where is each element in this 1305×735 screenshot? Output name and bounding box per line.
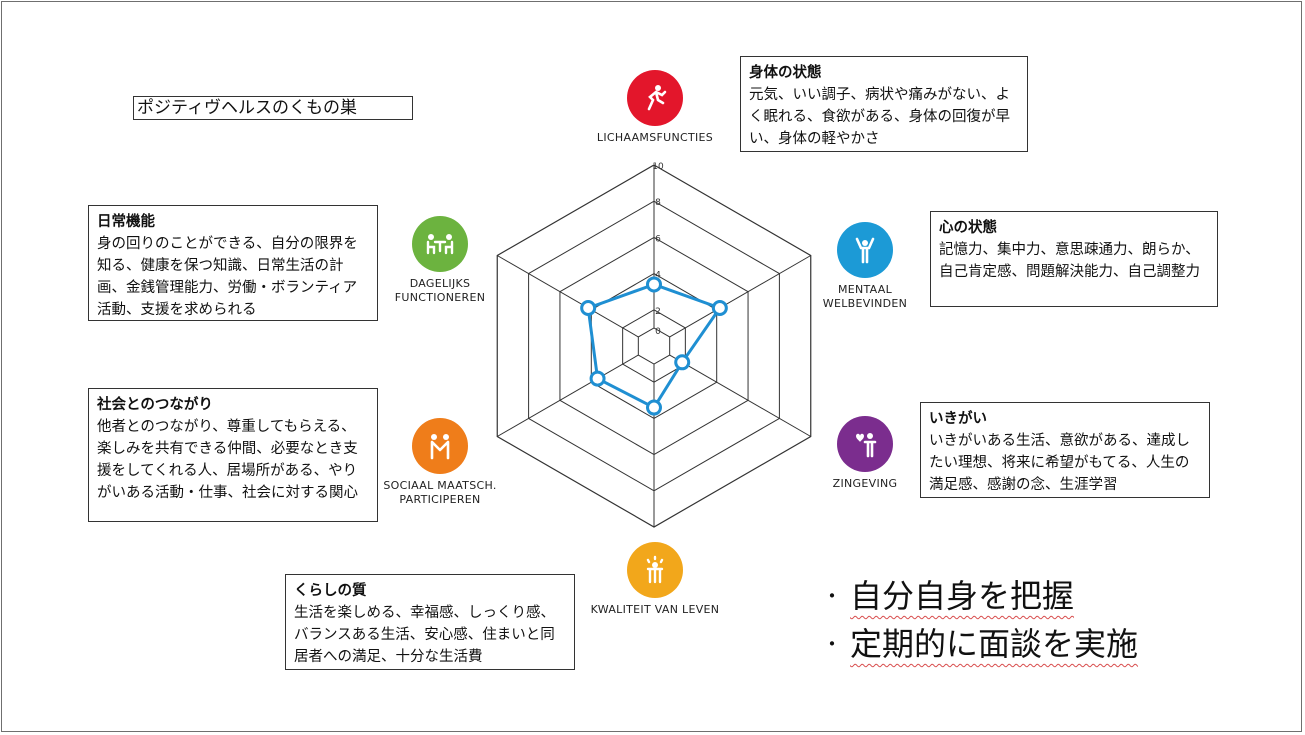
person-heart-icon (837, 416, 893, 472)
dimension-label: ZINGEVING (832, 477, 898, 490)
radar-tick-label: 10 (652, 162, 664, 172)
dimension-label: LICHAAMSFUNCTIES (596, 131, 714, 144)
info-heading: 日常機能 (97, 214, 155, 230)
info-box-daily: 日常機能 身の回りのことができる、自分の限界を知る、健康を保つ知識、日常生活の計… (88, 205, 378, 321)
bullet-item: ・ 定期的に面談を実施 (822, 620, 1138, 668)
radar-point (580, 299, 597, 316)
info-box-body: 身体の状態 元気、いい調子、病状や痛みがない、よく眠れる、食欲がある、身体の回復… (740, 56, 1028, 152)
radar-tick-label: 8 (655, 198, 661, 208)
bullet-mark: ・ (822, 632, 842, 656)
bullet-text: 自分自身を把握 (850, 577, 1075, 615)
radiant-person-icon (627, 542, 683, 598)
radar-spoke (496, 354, 639, 437)
info-box-meaning: いきがい いきがいある生活、意欲がある、達成したい理想、将来に希望がもてる、人生… (920, 402, 1210, 498)
bullet-text: 定期的に面談を実施 (850, 625, 1139, 663)
two-people-icon (412, 418, 468, 474)
radar-tick-label: 0 (655, 327, 661, 337)
info-text: 他者とのつながり、尊重してもらえる、楽しみを共有できる仲間、必要なとき支援をして… (97, 419, 358, 501)
dimension-label: MENTAAL WELBEVINDEN (822, 283, 908, 310)
info-box-mind: 心の状態 記憶力、集中力、意思疎通力、朗らか、自己肯定感、問題解決能力、自己調整… (930, 211, 1218, 307)
info-box-social: 社会とのつながり 他者とのつながり、尊重してもらえる、楽しみを共有できる仲間、必… (88, 388, 378, 522)
radar-point (711, 299, 728, 316)
bullet-mark: ・ (822, 584, 842, 608)
info-heading: 心の状態 (939, 220, 997, 236)
radar-grid-ring (637, 327, 671, 365)
dimension-kwaliteit-van-leven: KWALITEIT VAN LEVEN (570, 542, 740, 617)
raised-arms-person-icon (837, 222, 893, 278)
dimension-sociaal-maatsch-participeren: SOCIAAL MAATSCH. PARTICIPEREN (370, 418, 510, 507)
radar-spoke (496, 255, 639, 338)
radar-tick-label: 2 (655, 307, 661, 317)
info-heading: いきがい (929, 411, 987, 427)
radar-tick-label: 4 (655, 271, 661, 281)
running-person-icon (627, 70, 683, 126)
radar-point (589, 370, 606, 387)
radar-spoke (669, 255, 812, 338)
bullet-item: ・ 自分自身を把握 (822, 572, 1138, 620)
info-heading: 身体の状態 (749, 65, 822, 81)
radar-spoke (669, 354, 812, 437)
dimension-dagelijks-functioneren: DAGELIJKS FUNCTIONEREN (375, 216, 505, 305)
bullet-list: ・ 自分自身を把握 ・ 定期的に面談を実施 (822, 572, 1138, 668)
slide-title: ポジティヴヘルスのくもの巣 (133, 96, 413, 120)
dimension-zingeving: ZINGEVING (800, 416, 930, 491)
dimension-label: SOCIAAL MAATSCH. PARTICIPEREN (383, 479, 497, 506)
dimension-label: DAGELIJKS FUNCTIONEREN (394, 277, 486, 304)
radar-point (646, 399, 662, 416)
dimension-mentaal-welbevinden: MENTAAL WELBEVINDEN (800, 222, 930, 311)
info-text: いきがいある生活、意欲がある、達成したい理想、将来に希望がもてる、人生の満足感、… (929, 433, 1190, 493)
info-text: 生活を楽しめる、幸福感、しっくり感、バランスある生活、安心感、住まいと同居者への… (294, 605, 555, 665)
info-heading: 社会とのつながり (97, 397, 213, 413)
people-at-table-icon (412, 216, 468, 272)
info-heading: くらしの質 (294, 583, 367, 599)
dimension-label: KWALITEIT VAN LEVEN (590, 603, 720, 616)
radar-tick-label: 6 (655, 234, 661, 244)
radar-point (674, 354, 691, 371)
info-text: 元気、いい調子、病状や痛みがない、よく眠れる、食欲がある、身体の回復が早い、身体… (749, 87, 1010, 147)
info-box-quality: くらしの質 生活を楽しめる、幸福感、しっくり感、バランスある生活、安心感、住まい… (285, 574, 575, 670)
radar-point (646, 276, 662, 293)
dimension-lichaamsfuncties: LICHAAMSFUNCTIES (575, 70, 735, 145)
info-text: 身の回りのことができる、自分の限界を知る、健康を保つ知識、日常生活の計画、金銭管… (97, 236, 358, 318)
info-text: 記憶力、集中力、意思疎通力、朗らか、自己肯定感、問題解決能力、自己調整力 (939, 242, 1200, 280)
